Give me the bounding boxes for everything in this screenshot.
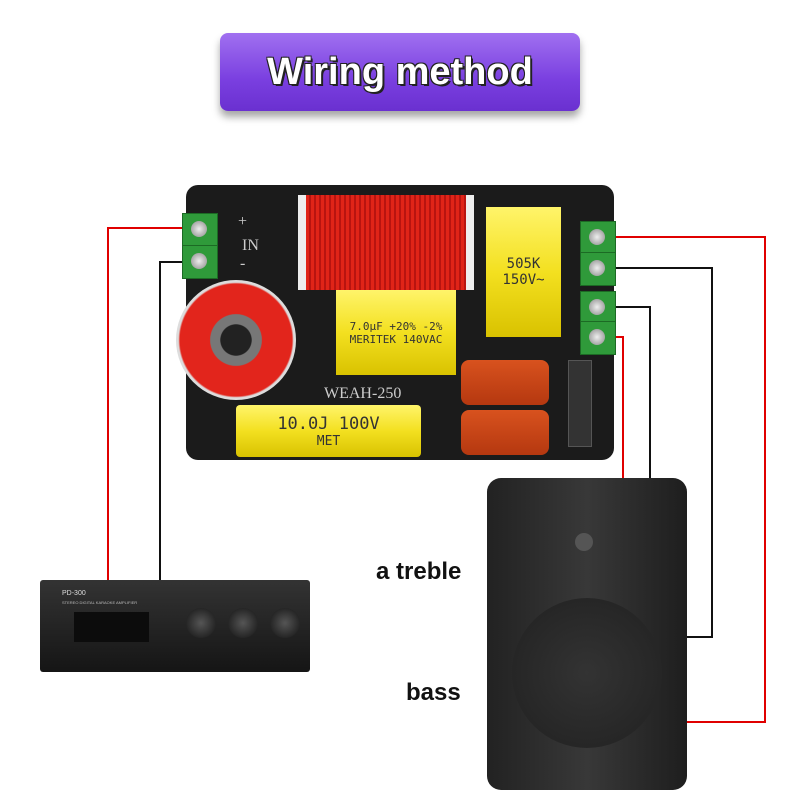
board-model: WEAH-250 xyxy=(324,385,402,402)
capacitor-mid: 7.0μF +20% -2%MERITEK 140VAC xyxy=(336,290,456,375)
output-terminal-2[interactable] xyxy=(580,252,616,286)
input-label: IN xyxy=(242,237,259,254)
capacitor-red-1 xyxy=(461,360,549,405)
amp-display xyxy=(74,612,149,642)
toroid-inductor xyxy=(176,280,296,400)
title-text: Wiring method xyxy=(267,50,533,93)
cap-mid-brand: MERITEK 140VAC xyxy=(349,332,443,346)
output-terminal-3[interactable] xyxy=(580,291,616,325)
treble-label: a treble xyxy=(376,558,462,585)
cap-mid-value: 7.0μF +20% -2% xyxy=(349,319,443,333)
slide-switch[interactable] xyxy=(568,360,592,447)
output-terminal-1[interactable] xyxy=(580,221,616,255)
cap-large-type: MET xyxy=(316,433,341,449)
amp-positive-wire xyxy=(107,227,205,590)
tweeter xyxy=(575,533,593,551)
output-terminal-4[interactable] xyxy=(580,321,616,355)
cap-right-voltage: 150V~ xyxy=(502,272,545,288)
input-terminal-positive[interactable] xyxy=(182,213,218,247)
capacitor-red-2 xyxy=(461,410,549,455)
crossover-board: + IN - 7.0μF +20% -2%MERITEK 140VAC 505K… xyxy=(176,185,616,460)
woofer xyxy=(512,598,662,748)
speaker xyxy=(487,478,687,790)
title-banner: Wiring method xyxy=(220,33,580,111)
amplifier: PD-300 STEREO DIGITAL KARAOKE AMPLIFIER xyxy=(40,580,310,672)
amp-knob-1[interactable] xyxy=(186,608,216,638)
plus-label: + xyxy=(238,213,248,230)
air-core-inductor xyxy=(298,195,474,290)
amp-model: PD-300 xyxy=(62,590,86,597)
input-terminal-negative[interactable] xyxy=(182,245,218,279)
bass-label: bass xyxy=(406,679,461,706)
amp-knob-2[interactable] xyxy=(228,608,258,638)
bass-positive-wire xyxy=(600,236,766,723)
amp-knob-3[interactable] xyxy=(270,608,300,638)
cap-large-value: 10.0J 100V xyxy=(277,413,380,434)
cap-right-value: 505K xyxy=(506,256,541,272)
minus-label: - xyxy=(240,255,246,272)
amp-subtitle: STEREO DIGITAL KARAOKE AMPLIFIER xyxy=(62,600,138,605)
